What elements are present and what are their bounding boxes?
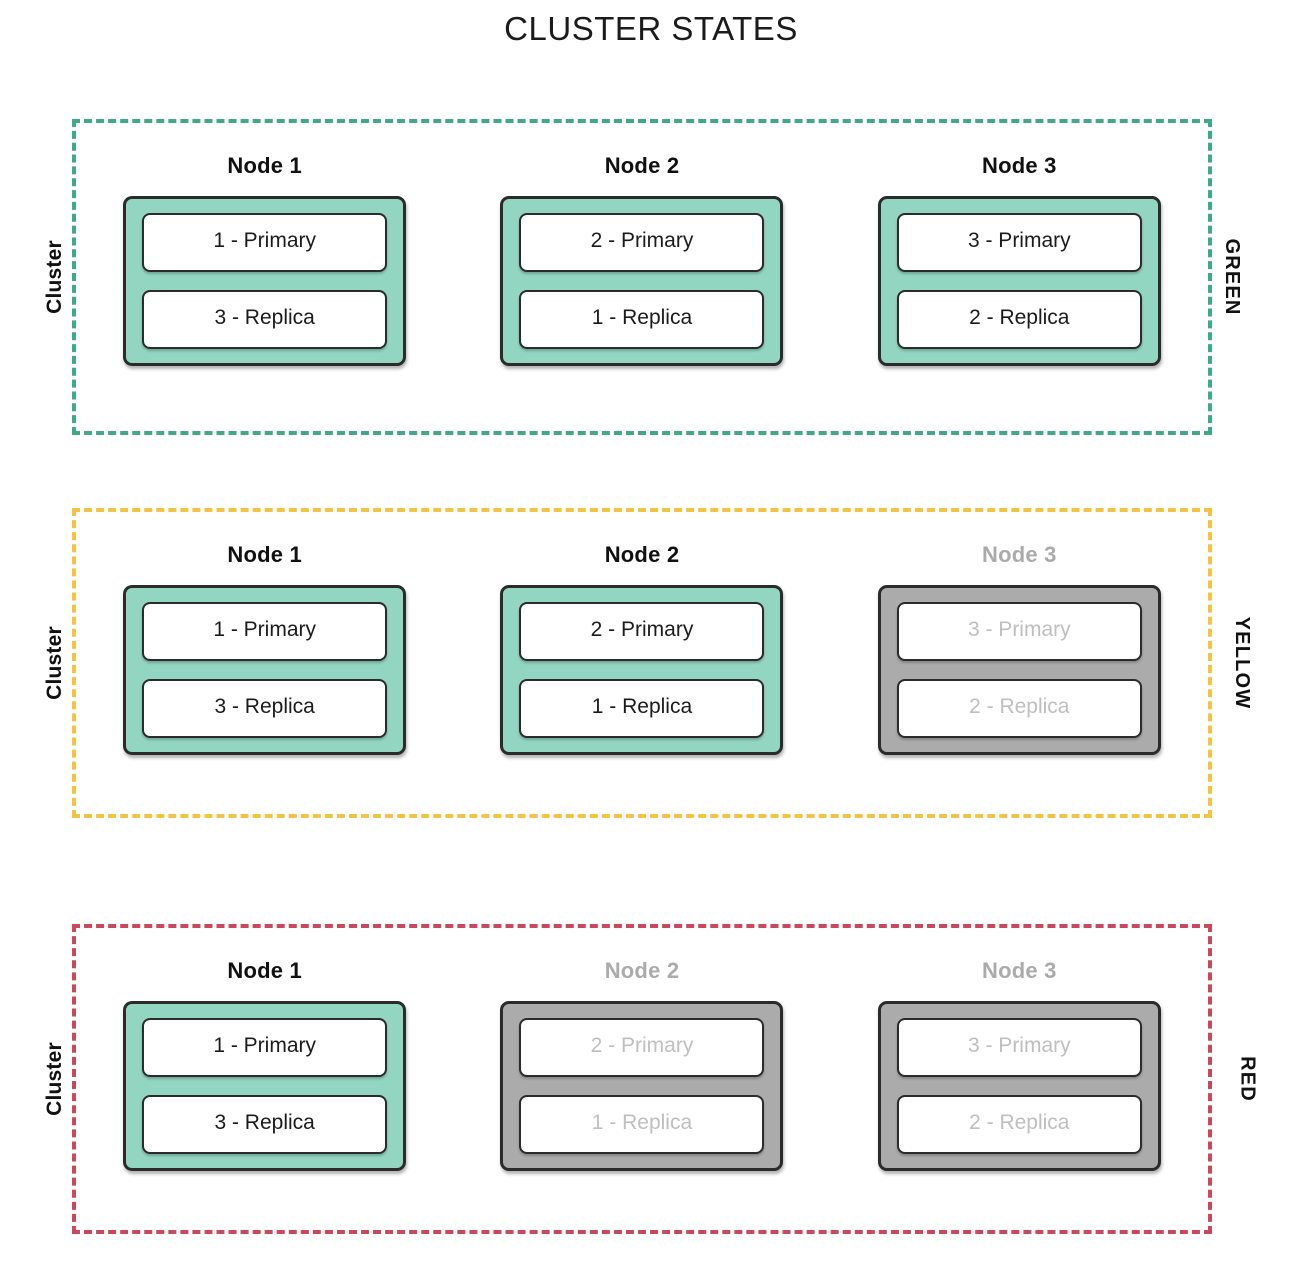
node-red-2: Node 2 2 - Primary 1 - Replica [492,958,792,1171]
shard: 2 - Primary [519,213,765,272]
shard: 2 - Replica [896,290,1142,349]
node-green-1: Node 1 1 - Primary 3 - Replica [115,153,415,366]
node-red-1: Node 1 1 - Primary 3 - Replica [115,958,415,1171]
node-box: 2 - Primary 1 - Replica [500,1001,784,1171]
shard: 3 - Primary [896,1018,1142,1077]
node-yellow-1: Node 1 1 - Primary 3 - Replica [115,542,415,755]
cluster-row-yellow: Cluster YELLOW Node 1 1 - Primary 3 - Re… [43,508,1253,818]
shard: 1 - Replica [519,679,765,738]
shard: 2 - Primary [519,1018,765,1077]
node-title: Node 1 [227,958,302,983]
shard: 3 - Primary [896,213,1142,272]
shard: 3 - Replica [142,679,388,738]
shard: 2 - Replica [896,679,1142,738]
node-box: 3 - Primary 2 - Replica [877,1001,1161,1171]
node-list-red: Node 1 1 - Primary 3 - Replica Node 2 2 … [76,928,1208,1230]
node-box: 1 - Primary 3 - Replica [123,585,407,755]
node-list-yellow: Node 1 1 - Primary 3 - Replica Node 2 2 … [76,512,1208,814]
node-title: Node 3 [982,542,1057,567]
shard: 2 - Replica [896,1095,1142,1154]
cluster-row-green: Cluster GREEN Node 1 1 - Primary 3 - Rep… [43,119,1243,435]
cluster-label-green: Cluster [42,240,66,314]
node-title: Node 3 [982,153,1057,178]
shard: 3 - Primary [896,602,1142,661]
node-title: Node 2 [604,542,680,567]
node-green-2: Node 2 2 - Primary 1 - Replica [492,153,792,366]
shard: 1 - Primary [142,602,388,661]
state-label-red: RED [1236,1056,1259,1102]
state-label-yellow: YELLOW [1231,616,1254,710]
cluster-row-red: Cluster RED Node 1 1 - Primary 3 - Repli… [43,924,1259,1234]
state-label-green: GREEN [1220,238,1243,316]
node-title: Node 1 [227,153,302,178]
node-green-3: Node 3 3 - Primary 2 - Replica [869,153,1169,366]
node-title: Node 2 [604,958,680,983]
node-title: Node 2 [604,153,680,178]
node-box: 2 - Primary 1 - Replica [500,196,784,366]
node-title: Node 3 [982,958,1057,983]
cluster-label-yellow: Cluster [42,626,66,700]
node-red-3: Node 3 3 - Primary 2 - Replica [869,958,1169,1171]
node-box: 1 - Primary 3 - Replica [123,196,407,366]
shard: 2 - Primary [519,602,765,661]
node-box: 3 - Primary 2 - Replica [877,196,1161,366]
node-list-green: Node 1 1 - Primary 3 - Replica Node 2 2 … [76,123,1208,431]
shard: 1 - Primary [142,1018,388,1077]
shard: 1 - Replica [519,1095,765,1154]
page-title: CLUSTER STATES [504,10,798,47]
shard: 1 - Replica [519,290,765,349]
shard: 3 - Replica [142,290,388,349]
node-box: 2 - Primary 1 - Replica [500,585,784,755]
node-yellow-2: Node 2 2 - Primary 1 - Replica [492,542,792,755]
node-box: 3 - Primary 2 - Replica [877,585,1161,755]
node-box: 1 - Primary 3 - Replica [123,1001,407,1171]
cluster-label-red: Cluster [42,1042,66,1116]
shard: 3 - Replica [142,1095,388,1154]
node-yellow-3: Node 3 3 - Primary 2 - Replica [869,542,1169,755]
node-title: Node 1 [227,542,302,567]
shard: 1 - Primary [142,213,388,272]
